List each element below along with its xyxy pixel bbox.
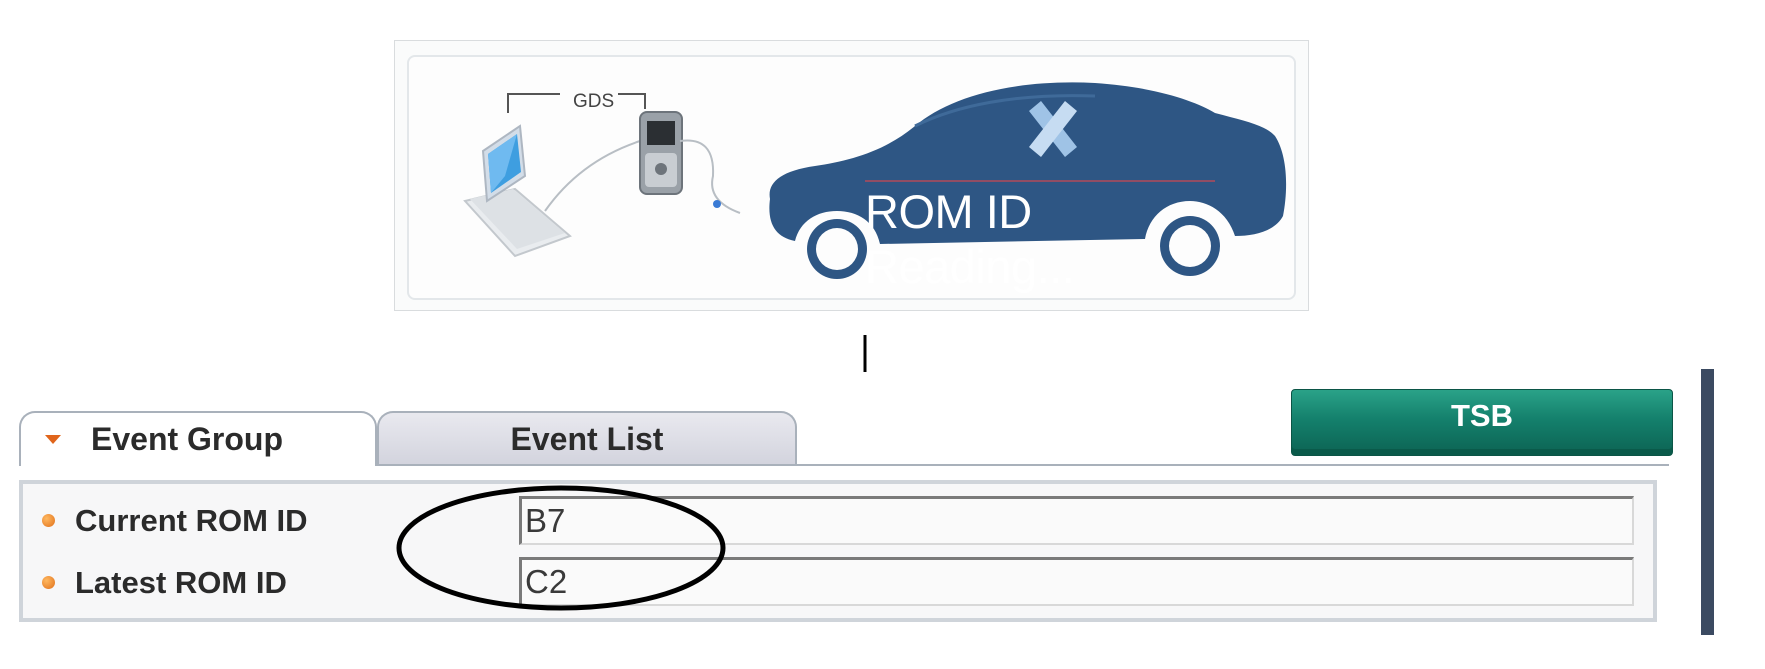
bullet-icon	[42, 576, 55, 589]
cable-line	[544, 140, 641, 212]
bullet-icon	[42, 514, 55, 527]
current-rom-id-label: Current ROM ID	[75, 503, 308, 538]
latest-rom-id-label: Latest ROM ID	[75, 565, 287, 600]
connection-diagram	[463, 82, 1287, 279]
rom-id-reading-illustration: GDS ROM ID Reading...	[394, 40, 1309, 311]
rom-id-reading-status: ROM ID Reading...	[865, 185, 1075, 293]
cable-connector	[713, 200, 721, 208]
tab-baseline	[19, 464, 1669, 466]
latest-rom-id-field: C2	[519, 557, 1634, 606]
laptop-icon	[463, 124, 572, 258]
gds-device-icon	[639, 111, 683, 195]
tab-label: Event List	[510, 421, 664, 457]
caret-down-icon	[45, 435, 61, 444]
tsb-button-label: TSB	[1451, 397, 1513, 433]
tab-event-group[interactable]: Event Group	[19, 411, 377, 466]
gds-bracket-line	[507, 93, 560, 113]
gds-label: GDS	[569, 91, 619, 113]
tab-label: Event Group	[91, 421, 284, 457]
tsb-button[interactable]: TSB	[1291, 389, 1673, 456]
disconnect-x-icon	[1029, 101, 1077, 157]
current-rom-id-field: B7	[519, 496, 1634, 545]
panel-right-border	[1701, 369, 1714, 635]
car-icon	[769, 82, 1287, 279]
gds-bracket-line	[613, 93, 646, 109]
tab-event-list[interactable]: Event List	[377, 411, 797, 466]
cable-line	[679, 139, 741, 214]
